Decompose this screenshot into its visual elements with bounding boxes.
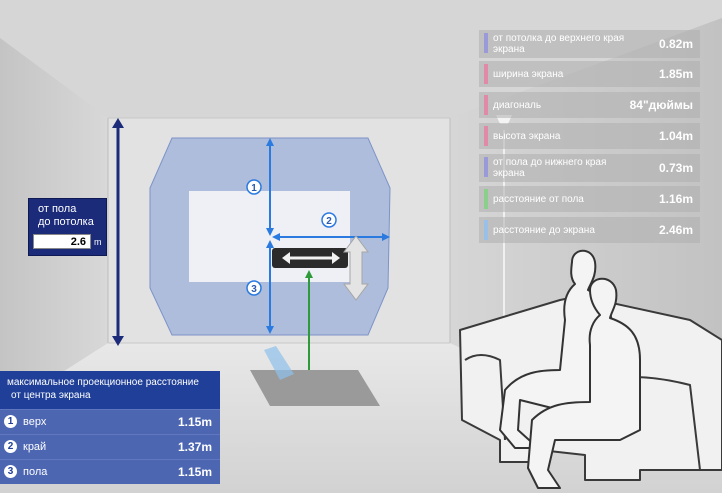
info-row: диагональ 84"дюймы	[479, 92, 700, 118]
ceiling-label-line2: до потолка	[38, 216, 94, 228]
info-color-bar	[484, 95, 488, 115]
row-number-badge: 2	[4, 440, 17, 453]
row-label: пола	[23, 466, 48, 478]
row-value: 1.15m	[177, 415, 212, 429]
max-distance-title-line2: от центра экрана	[11, 390, 91, 401]
floor-shadow	[250, 370, 380, 406]
svg-text:3: 3	[251, 284, 257, 295]
max-distance-panel: максимальное проекционное расстояние от …	[0, 371, 220, 484]
ceiling-height-box: от пола до потолка m	[28, 198, 107, 256]
row-label: верх	[23, 416, 47, 428]
dimension-arrows	[266, 138, 390, 334]
info-value: 1.85m	[658, 67, 693, 81]
info-value: 1.16m	[658, 192, 693, 206]
ceiling-label-line1: от пола	[38, 203, 77, 215]
max-distance-title-line1: максимальное проекционное расстояние	[7, 377, 199, 388]
ceiling-height-arrow	[112, 118, 124, 346]
info-color-bar	[484, 64, 488, 84]
projection-beam	[264, 346, 294, 380]
info-row: расстояние от пола 1.16m	[479, 186, 700, 212]
info-value: 2.46m	[658, 223, 693, 237]
row-value: 1.15m	[177, 465, 212, 479]
info-row: от потолка до верхнего края экрана 0.82m	[479, 30, 700, 58]
distance-row-floor: 3 пола 1.15m	[0, 459, 220, 484]
distance-row-edge: 2 край 1.37m	[0, 434, 220, 459]
marker-2: 2	[321, 212, 337, 228]
info-color-bar	[484, 157, 488, 177]
ceiling	[0, 0, 722, 118]
row-number-badge: 3	[4, 465, 17, 478]
svg-text:2: 2	[326, 216, 332, 227]
ceiling-height-input[interactable]	[33, 234, 91, 249]
row-label: край	[23, 441, 47, 453]
ceiling-height-label: от пола до потолка	[29, 199, 106, 229]
max-distance-title: максимальное проекционное расстояние от …	[0, 371, 220, 402]
info-color-bar	[484, 126, 488, 146]
info-row: ширина экрана 1.85m	[479, 61, 700, 87]
marker-1: 1	[246, 179, 262, 195]
info-color-bar	[484, 189, 488, 209]
projector	[272, 248, 348, 268]
info-label: диагональ	[493, 99, 542, 111]
info-label: расстояние до экрана	[493, 224, 595, 236]
row-number-badge: 1	[4, 415, 17, 428]
info-color-bar	[484, 33, 488, 53]
info-value: 1.04m	[658, 129, 693, 143]
info-value: 0.73m	[658, 161, 693, 175]
info-value: 84"дюймы	[629, 98, 693, 112]
vertical-adjust-arrow	[343, 235, 369, 301]
info-color-bar	[484, 220, 488, 240]
info-label: высота экрана	[493, 130, 561, 142]
info-label: ширина экрана	[493, 68, 564, 80]
distance-row-top: 1 верх 1.15m	[0, 409, 220, 434]
info-label: от пола до нижнего края экрана	[493, 157, 607, 179]
marker-3: 3	[246, 280, 262, 296]
info-row: расстояние до экрана 2.46m	[479, 217, 700, 243]
info-row: высота экрана 1.04m	[479, 123, 700, 149]
info-row: от пола до нижнего края экрана 0.73m	[479, 154, 700, 182]
svg-text:1: 1	[251, 183, 257, 194]
people-silhouette	[499, 249, 641, 489]
ceiling-unit: m	[94, 236, 102, 247]
info-value: 0.82m	[658, 37, 693, 51]
row-value: 1.37m	[177, 440, 212, 454]
info-label: от потолка до верхнего края экрана	[493, 33, 625, 55]
info-label: расстояние от пола	[493, 193, 584, 205]
